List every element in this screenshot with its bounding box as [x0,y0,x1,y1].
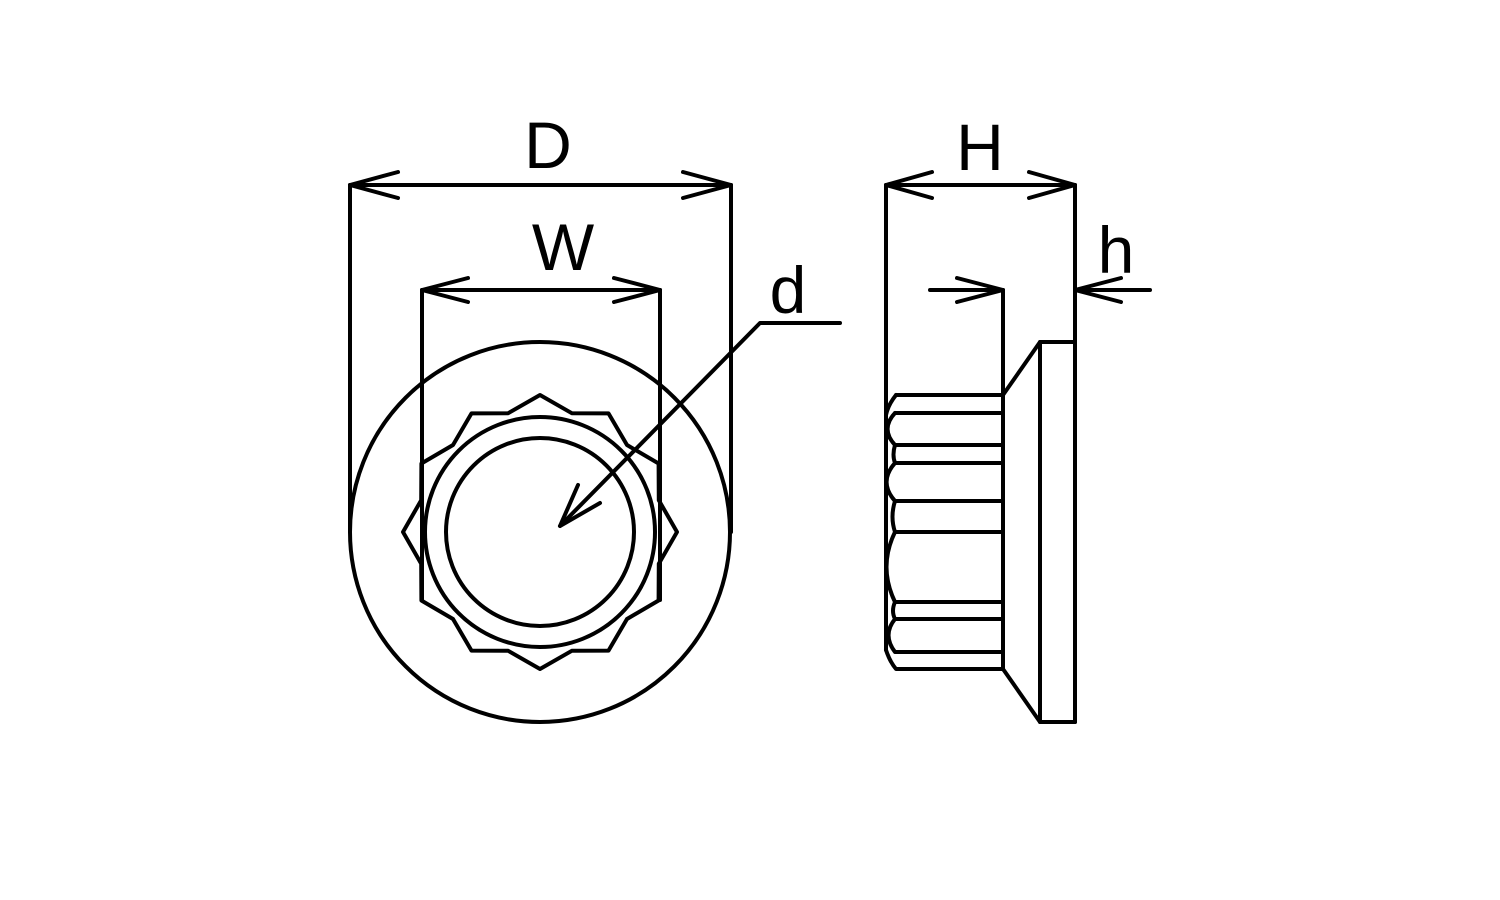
label-h: h [1098,213,1135,287]
dimension-d: d [558,253,842,528]
dimension-h: h [928,213,1152,304]
dimension-H: H [884,110,1077,200]
label-d: d [770,253,807,327]
label-H: H [956,110,1004,184]
flange-outer-circle [348,340,732,724]
label-W: W [532,210,595,284]
dimension-W: W [420,210,662,602]
front-view [348,340,732,724]
side-view [884,183,1077,724]
label-D: D [524,108,572,182]
thread-hole-circle [444,436,636,628]
bearing-circle [423,415,657,649]
hex-flats [884,393,1005,671]
dimension-D: D [348,108,733,534]
